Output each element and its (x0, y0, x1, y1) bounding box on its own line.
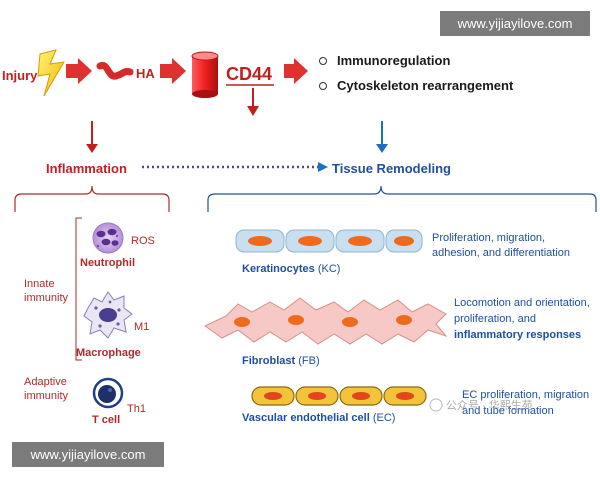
innate-label-line2: immunity (24, 292, 69, 304)
ros-label: ROS (131, 235, 155, 247)
arrow-icon (86, 144, 98, 153)
arrow-icon (318, 162, 328, 172)
neutrophil-cell-icon (92, 222, 124, 254)
neutrophil-label: Neutrophil (80, 257, 135, 269)
keratinocyte-cells-icon (235, 229, 423, 253)
arrow-icon (284, 58, 308, 84)
wechat-icon (429, 398, 443, 412)
fibroblast-label: Fibroblast (FB) (242, 355, 320, 367)
ec-desc-line2: and tube formation (462, 405, 554, 417)
macrophage-label: Macrophage (76, 347, 141, 359)
inflammation-label: Inflammation (46, 161, 127, 176)
injury-label: Injury (2, 68, 38, 83)
th1-label: Th1 (127, 403, 146, 415)
arrow-icon (66, 58, 92, 84)
endothelial-label: Vascular endothelial cell (EC) (242, 412, 395, 424)
kc-desc-line1: Proliferation, migration, (432, 232, 545, 244)
adaptive-label-line2: immunity (24, 390, 69, 402)
ha-label: HA (136, 66, 155, 81)
effect-cytoskeleton: Cytoskeleton rearrangement (337, 78, 514, 93)
ec-desc-line1: EC proliferation, migration (462, 389, 589, 401)
macrophage-cell-icon (83, 291, 133, 339)
adaptive-label-line1: Adaptive (24, 376, 67, 388)
overlay-watermark: 公众号 · 华熙生苑 (446, 398, 533, 412)
arrow-icon (376, 144, 388, 153)
arrow-icon (160, 58, 186, 84)
effect-immunoregulation: Immunoregulation (337, 53, 450, 68)
fb-desc-line1: Locomotion and orientation, (454, 297, 590, 309)
remodeling-brace (207, 185, 597, 212)
m1-label: M1 (134, 321, 149, 333)
fibroblast-cells-icon (204, 297, 448, 345)
innate-label-line1: Innate (24, 278, 55, 290)
bullet-icon (319, 57, 327, 65)
fb-desc-line3: inflammatory responses (454, 329, 581, 341)
fb-desc-line2: proliferation, and (454, 313, 536, 325)
ha-chain-icon (96, 61, 134, 80)
cd44-cylinder-icon (191, 51, 219, 98)
kc-desc-line2: adhesion, and differentiation (432, 247, 570, 259)
bullet-icon (319, 82, 327, 90)
cd44-label: CD44 (226, 64, 272, 84)
tissue-remodeling-label: Tissue Remodeling (332, 161, 451, 176)
t-cell-label: T cell (92, 414, 120, 426)
arrow-icon (247, 106, 259, 116)
lightning-icon (37, 49, 65, 97)
keratinocytes-label: Keratinocytes (KC) (242, 263, 340, 275)
innate-bracket (75, 217, 82, 361)
watermark-bottom: www.yijiayilove.com (12, 442, 164, 467)
t-cell-icon (92, 377, 124, 409)
watermark-top: www.yijiayilove.com (440, 11, 590, 36)
endothelial-cells-icon (251, 386, 427, 406)
inflammation-brace (14, 185, 170, 212)
